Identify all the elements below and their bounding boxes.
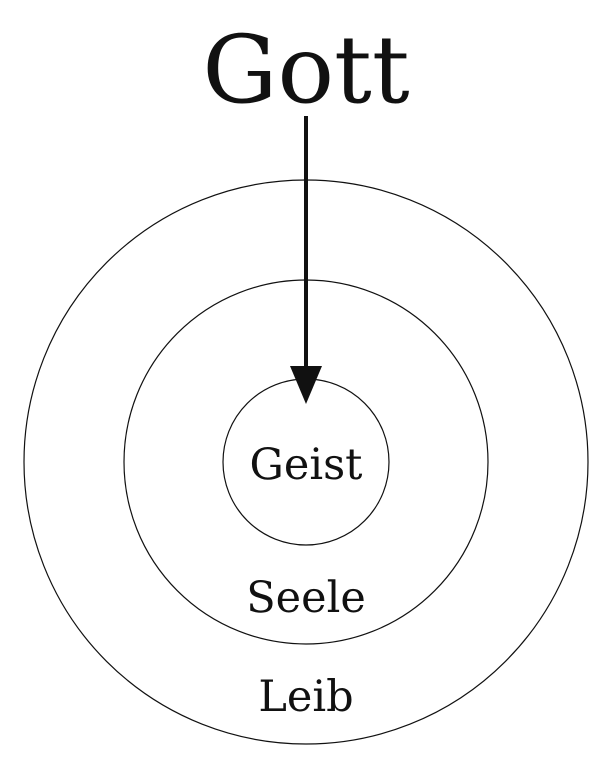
top-label-gott: Gott <box>202 16 409 125</box>
ring-label-seele: Seele <box>246 573 366 623</box>
ring-label-geist: Geist <box>250 440 363 490</box>
arrow-head-icon <box>290 366 322 404</box>
ring-label-leib: Leib <box>258 672 353 722</box>
